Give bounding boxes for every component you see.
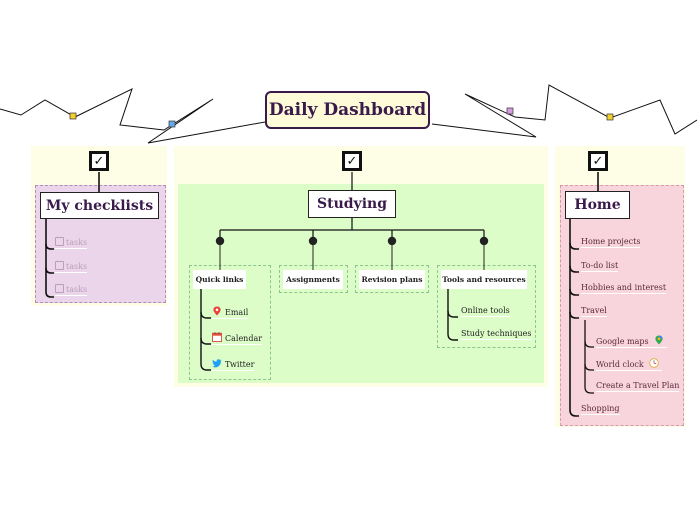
tools-item[interactable]: Online tools [461,306,510,317]
home-item[interactable]: To-do list [581,261,619,272]
assignments-topic[interactable]: Assignments [283,270,343,289]
checkbox-icon [55,237,64,246]
map-pin-icon [213,306,221,316]
travel-google-maps[interactable]: Google maps [596,335,668,348]
home-item[interactable]: Shopping [581,404,620,415]
home-item[interactable]: Travel [581,306,607,317]
checkbox-icon [55,261,64,270]
studying-title[interactable]: Studying [308,190,396,218]
checklist-item[interactable]: tasks [55,284,88,296]
home-panel [560,185,684,426]
home-item[interactable]: Home projects [581,237,641,248]
map-pin-icon [655,335,663,345]
twitter-bird-icon [212,359,222,368]
quick-link-calendar[interactable]: Calendar [212,332,263,345]
revision-plans-topic[interactable]: Revision plans [359,270,425,289]
right-zigzag-connector [431,84,697,138]
quick-link-twitter[interactable]: Twitter [212,358,255,371]
home-item[interactable]: Hobbies and interest [581,283,667,294]
tools-group [437,265,536,348]
clock-icon [649,358,659,368]
travel-world-clock[interactable]: World clock [596,358,663,371]
calendar-icon [212,332,222,342]
checklist-item[interactable]: tasks [55,261,88,273]
assignments-group [279,265,348,293]
relationship-marker [69,112,77,120]
quick-link-email[interactable]: Email [212,306,249,319]
main-topic[interactable]: Daily Dashboard [265,91,430,129]
relationship-marker [506,107,514,115]
checkbox-checked-icon[interactable]: ✓ [342,151,362,171]
left-zigzag-connector [0,88,266,144]
travel-plan[interactable]: Create a Travel Plan [596,381,680,392]
tools-item[interactable]: Study techniques [461,329,532,340]
quick-links-group [189,265,271,380]
quick-links-topic[interactable]: Quick links [193,270,246,289]
checklists-title[interactable]: My checklists [40,192,159,219]
home-title[interactable]: Home [565,191,630,219]
checkbox-checked-icon[interactable]: ✓ [89,151,109,171]
checkbox-checked-icon[interactable]: ✓ [588,151,608,171]
checklist-item[interactable]: tasks [55,237,88,249]
relationship-marker [606,113,614,121]
relationship-marker [168,120,176,128]
checkbox-icon [55,284,64,293]
tools-topic[interactable]: Tools and resources [441,270,527,289]
